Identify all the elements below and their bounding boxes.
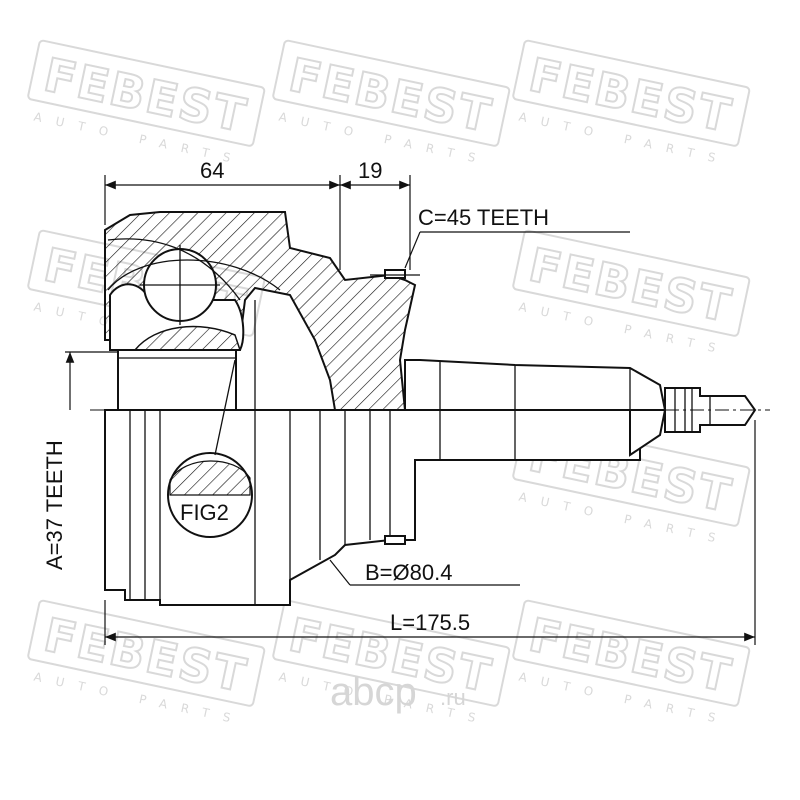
cage-line — [107, 238, 241, 301]
dimension-64: 64 — [104, 158, 341, 270]
watermark-frame — [512, 39, 751, 147]
spline-bore — [117, 349, 237, 411]
cage-line-2 — [107, 259, 281, 291]
watermark-tile-7: FEBEST AUTO PARTS — [27, 599, 266, 728]
fig2-label: FIG2 — [180, 500, 229, 525]
c-teeth-label: C=45 TEETH — [418, 205, 549, 230]
inner-race-section — [133, 325, 242, 351]
dimension-19: 19 — [340, 158, 411, 270]
abcp-logo-text: abcp — [330, 670, 417, 714]
a-teeth-label: A=37 TEETH — [42, 440, 67, 570]
watermark-tile-9: FEBEST AUTO PARTS — [512, 599, 751, 728]
fig2-leader — [214, 359, 236, 456]
watermark-tile-5: FEBEST AUTO PARTS — [512, 229, 751, 358]
stub-shaft-upper — [404, 359, 667, 411]
watermark-frame — [512, 599, 751, 707]
watermark-frame — [27, 599, 266, 707]
cv-joint-drawing: FIG2 — [104, 211, 757, 606]
watermark-tile-3: FEBEST AUTO PARTS — [512, 39, 751, 168]
dim-19-label: 19 — [358, 158, 382, 183]
leader-b — [329, 559, 351, 586]
dimension-b-diameter: B=Ø80.4 — [329, 559, 520, 586]
dim-64-label: 64 — [200, 158, 224, 183]
watermark-frame — [512, 229, 751, 337]
b-diameter-label: B=Ø80.4 — [365, 560, 452, 585]
leader-c — [404, 231, 421, 269]
abs-tooth-top — [384, 269, 406, 279]
watermark-frame — [27, 39, 266, 147]
abs-tooth-bottom — [384, 535, 406, 545]
watermark-tile-2: FEBEST AUTO PARTS — [272, 39, 511, 168]
abcp-watermark: abcp .ru — [330, 670, 466, 714]
dimension-length: L=175.5 — [104, 420, 756, 645]
watermark-frame — [272, 39, 511, 147]
dimension-c-teeth: C=45 TEETH — [370, 205, 630, 276]
fig2-detail-hatch — [169, 460, 251, 496]
watermark-frame — [272, 599, 511, 707]
watermark-tile-1: FEBEST AUTO PARTS — [27, 39, 266, 168]
dimension-a-teeth: A=37 TEETH — [42, 351, 118, 570]
length-label: L=175.5 — [390, 610, 470, 635]
housing-lower — [104, 409, 641, 606]
abcp-domain-text: .ru — [440, 685, 466, 710]
